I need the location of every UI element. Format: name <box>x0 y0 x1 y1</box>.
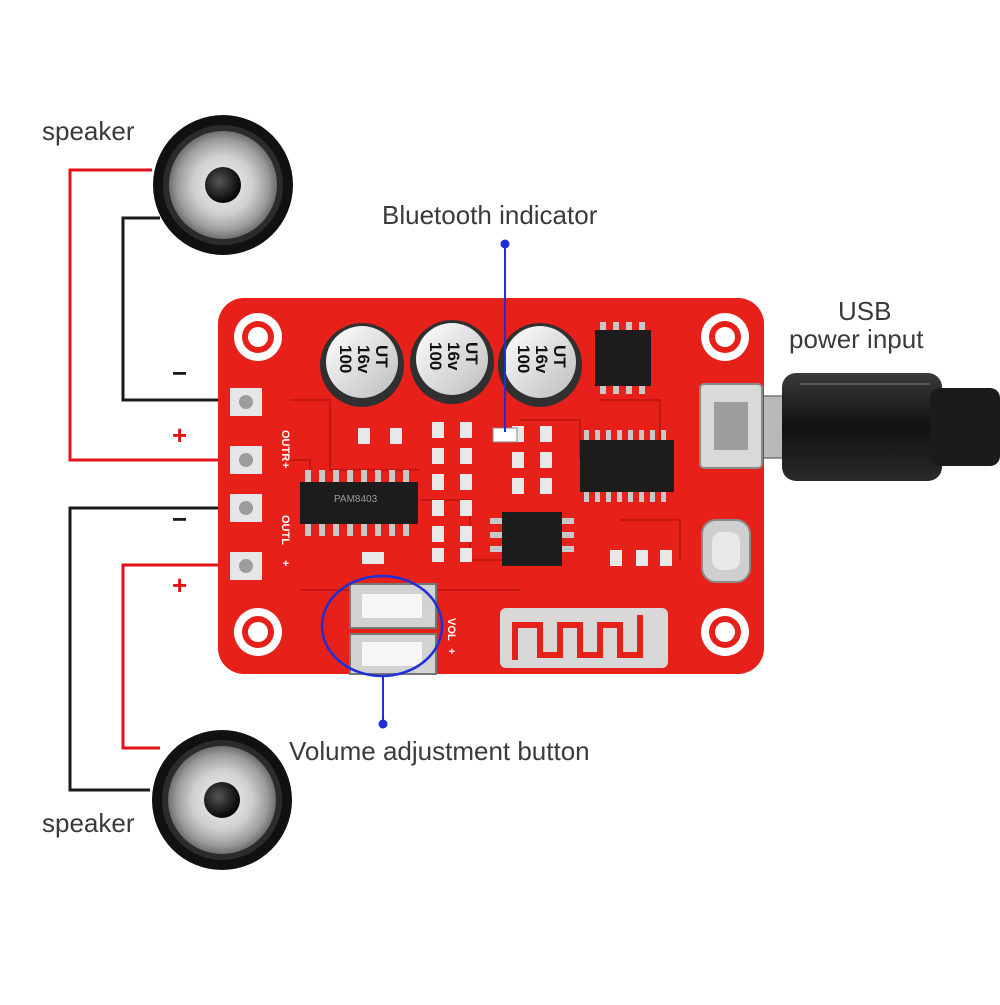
wire-bottom-red <box>121 563 243 750</box>
capacitor-icon: 100 16v UT <box>320 323 404 407</box>
chip-icon <box>595 322 651 394</box>
svg-text:16v: 16v <box>444 342 463 371</box>
pcb-antenna <box>500 608 668 668</box>
pin-label-vol: VOL <box>445 618 457 641</box>
speaker-bottom-label: speaker <box>42 808 135 838</box>
terminal-pads <box>230 388 262 580</box>
crystal-oscillator <box>701 519 751 583</box>
chip-icon <box>490 512 574 566</box>
capacitor-icon: 100 16v UT <box>410 320 494 404</box>
speaker-icon <box>152 730 292 870</box>
button-icon <box>349 583 437 675</box>
smd-components <box>358 422 672 566</box>
pin-label-outr-plus: + <box>279 462 291 468</box>
volume-callout <box>320 574 444 729</box>
speaker-icon <box>153 115 293 255</box>
svg-text:UT: UT <box>462 342 481 365</box>
svg-text:UT: UT <box>550 345 569 368</box>
svg-text:16v: 16v <box>354 345 373 374</box>
polarity-top-plus: + <box>172 420 188 450</box>
svg-text:16v: 16v <box>532 345 551 374</box>
usb-label-line1: USB <box>838 296 892 326</box>
wire-top-red <box>68 168 243 462</box>
bluetooth-callout <box>500 239 510 432</box>
micro-usb-port <box>699 383 763 469</box>
wire-bottom-black <box>68 506 243 792</box>
usb-plug-icon <box>759 373 1000 481</box>
svg-text:100: 100 <box>514 345 533 373</box>
polarity-bottom-minus: − <box>172 504 188 534</box>
chip-icon: PAM8403 <box>300 470 418 536</box>
wire-top-black <box>121 216 243 402</box>
speaker-top-label: speaker <box>42 116 135 146</box>
svg-text:PAM8403: PAM8403 <box>334 494 378 505</box>
svg-text:100: 100 <box>426 342 445 370</box>
capacitor-icon: 100 16v UT <box>498 323 582 407</box>
svg-text:100: 100 <box>336 345 355 373</box>
polarity-bottom-plus: + <box>172 570 188 600</box>
bluetooth-indicator-label: Bluetooth indicator <box>382 200 598 230</box>
svg-text:UT: UT <box>372 345 391 368</box>
usb-label-line2: power input <box>789 324 924 354</box>
pin-label-outr: OUTR <box>279 430 291 461</box>
polarity-top-minus: − <box>172 358 188 388</box>
pin-label-vol-plus: + <box>445 648 457 654</box>
pin-label-outl-plus: + <box>279 560 291 566</box>
pcb-board: OUTR + OUTL + 100 16v UT 100 16v UT 100 … <box>218 298 764 675</box>
volume-button-label: Volume adjustment button <box>289 736 590 766</box>
pin-label-outl: OUTL <box>279 515 291 545</box>
chip-icon <box>580 430 674 502</box>
